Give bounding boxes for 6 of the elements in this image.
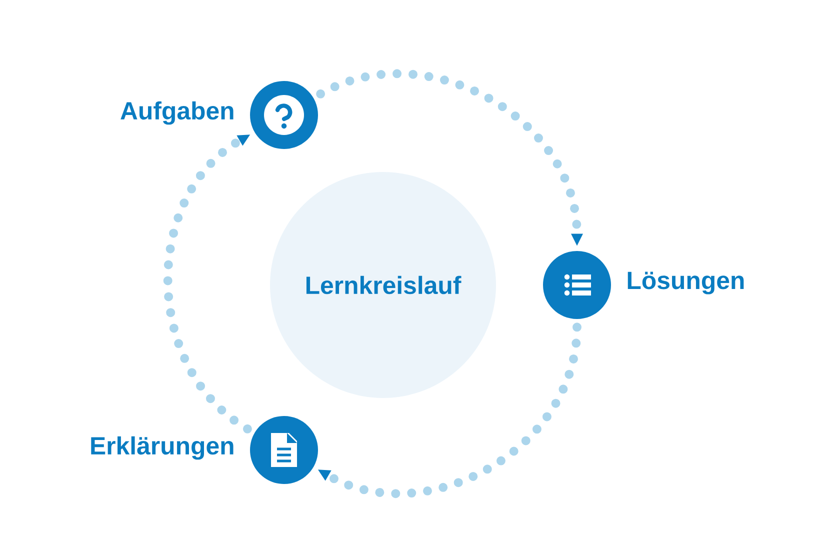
node-label: Lösungen <box>628 272 744 294</box>
dotted-arrow <box>318 322 582 498</box>
node-label: Erklärungen <box>91 436 234 460</box>
dotted-arrow <box>163 134 252 434</box>
node-label: Aufgaben <box>120 101 234 125</box>
dotted-arrow <box>316 69 583 246</box>
